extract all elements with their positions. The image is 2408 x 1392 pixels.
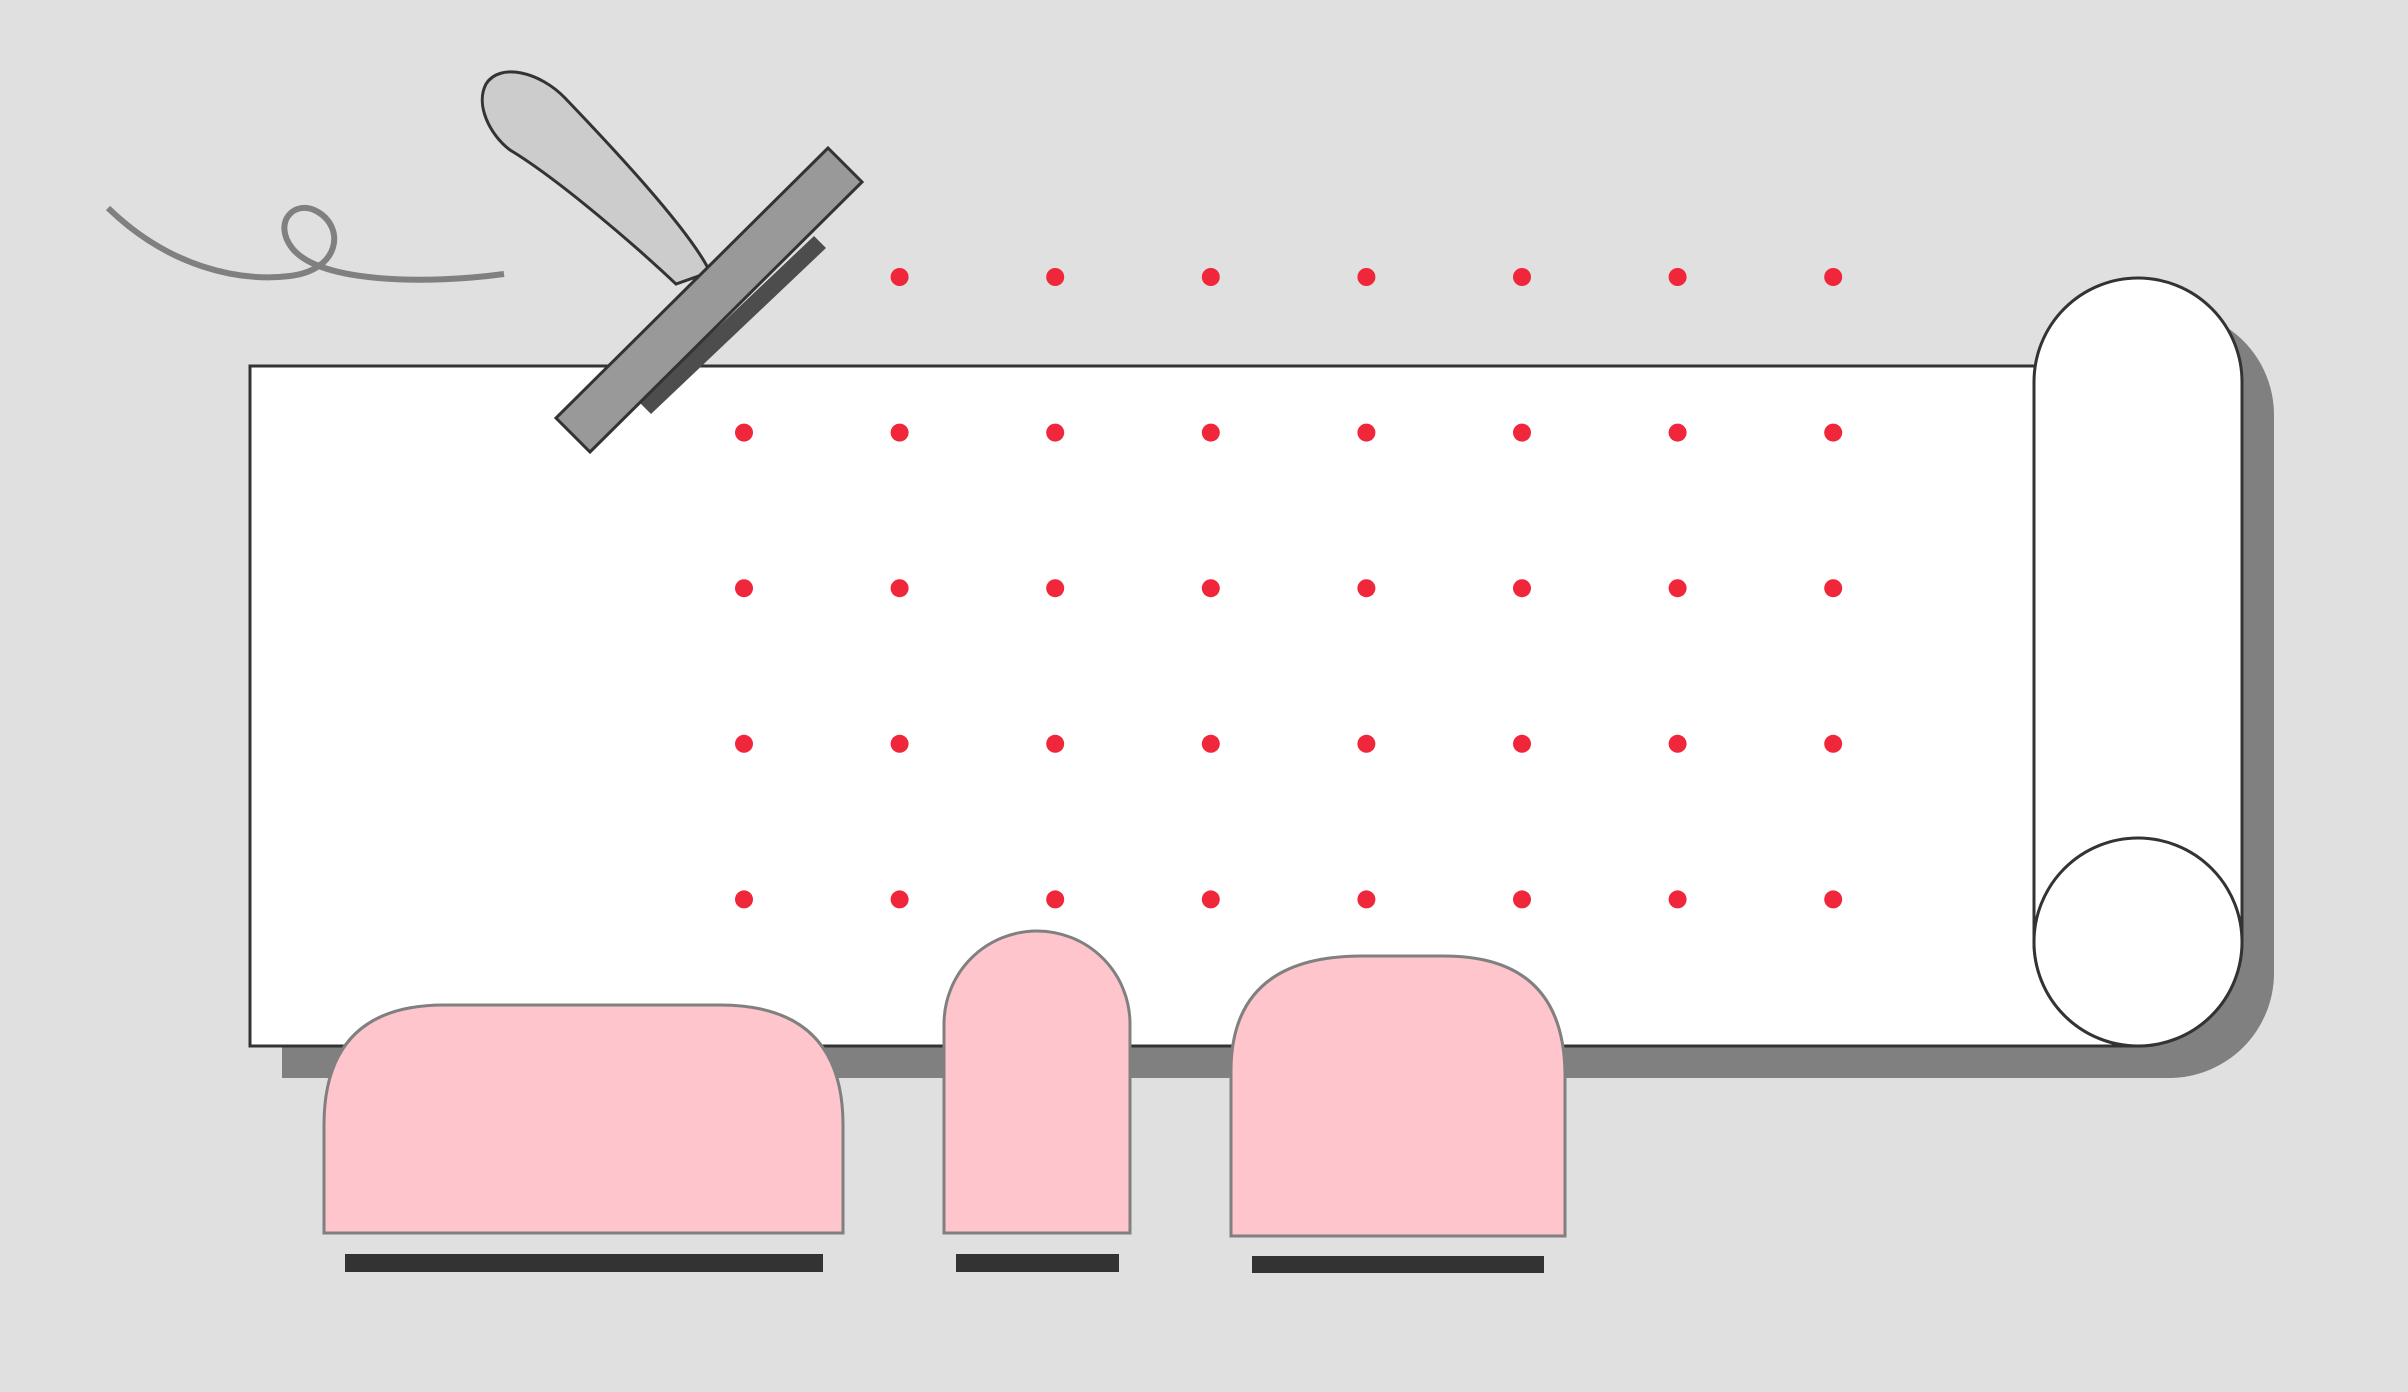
red-dot [1357, 268, 1376, 286]
red-dot [1824, 890, 1843, 909]
red-dot [1668, 734, 1687, 753]
red-dot [1046, 579, 1065, 598]
wiper-blade-shadow [639, 236, 826, 414]
red-dot [890, 423, 909, 442]
red-dot [1357, 423, 1376, 442]
rolled-paper-icon [2032, 276, 2244, 1048]
pink-block-narrow [942, 929, 1132, 1235]
red-dot [890, 579, 909, 598]
red-dot [1046, 268, 1065, 286]
red-dot [1046, 734, 1065, 753]
red-dot [735, 890, 753, 909]
red-dot [1201, 890, 1220, 909]
red-dot [890, 268, 909, 286]
wiper-blade [553, 145, 865, 455]
paper-sheet [248, 364, 2142, 1048]
scroll-roll-end [2032, 836, 2244, 1048]
red-dot [1824, 734, 1843, 753]
red-dot [1357, 890, 1376, 909]
red-dot [1824, 423, 1843, 442]
red-dot [1357, 579, 1376, 598]
red-dot [1201, 579, 1220, 598]
red-dot [1046, 423, 1065, 442]
red-dot [1357, 734, 1376, 753]
dot-grid [735, 268, 1843, 909]
squiggle-line-icon [105, 204, 505, 283]
red-dot [735, 579, 753, 598]
red-dot [735, 423, 753, 442]
red-dot [735, 734, 753, 753]
base-bar-wide [345, 1254, 823, 1272]
red-dot [1201, 734, 1220, 753]
pink-block-medium [1229, 954, 1567, 1238]
red-dot [890, 734, 909, 753]
pink-block-wide [322, 1003, 845, 1235]
red-dot [1668, 579, 1687, 598]
base-bar-medium [1252, 1256, 1544, 1273]
red-dot [890, 890, 909, 909]
red-dot [1824, 268, 1843, 286]
red-dot [1513, 268, 1531, 286]
red-dot [1668, 268, 1687, 286]
wiper-handle [480, 70, 713, 286]
red-dot [1201, 423, 1220, 442]
red-dot [1513, 423, 1531, 442]
red-dot [1046, 890, 1065, 909]
red-dot [1513, 734, 1531, 753]
base-bar-narrow [956, 1254, 1119, 1272]
red-dot [1201, 268, 1220, 286]
red-dot [1824, 579, 1843, 598]
red-dot [1513, 890, 1531, 909]
red-dot [1668, 890, 1687, 909]
squeegee-icon [480, 70, 865, 455]
red-dot [1668, 423, 1687, 442]
red-dot [1513, 579, 1531, 598]
